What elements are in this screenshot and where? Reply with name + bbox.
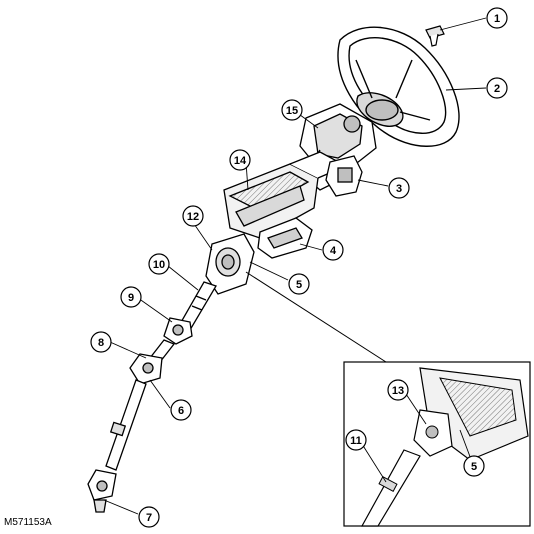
callout-5: 5 (463, 455, 485, 477)
callout-circle (387, 379, 409, 401)
callout-circle (288, 273, 310, 295)
callout-circle (486, 7, 508, 29)
callout-circle (138, 506, 160, 528)
callout-circle (388, 177, 410, 199)
wheel-retaining-bolt (425, 25, 445, 47)
callout-circle (148, 253, 170, 275)
callout-label: 7 (146, 512, 152, 524)
callout-label: 12 (187, 211, 199, 223)
callout-circle (90, 331, 112, 353)
lower-universal-joint (87, 469, 117, 513)
callout-label: 4 (330, 245, 337, 257)
callout-2: 2 (486, 77, 508, 99)
callout-circle (322, 239, 344, 261)
callout-13: 13 (387, 379, 409, 401)
callout-label: 15 (286, 105, 298, 117)
callout-11: 11 (345, 429, 367, 451)
callout-circle (182, 205, 204, 227)
callout-label: 14 (234, 155, 247, 167)
detail-inset (343, 361, 531, 527)
upper-universal-joint (163, 317, 193, 345)
callout-label: 9 (128, 292, 134, 304)
callout-label: 1 (494, 13, 500, 25)
callout-15: 15 (281, 99, 303, 121)
column-adjustment-motor (257, 217, 313, 259)
callout-4: 4 (322, 239, 344, 261)
callout-6: 6 (170, 399, 192, 421)
ignition-lock-housing (325, 155, 363, 197)
callout-7: 7 (138, 506, 160, 528)
lower-bearing-housing (205, 233, 255, 295)
callout-circle (486, 77, 508, 99)
detail-leader-line (245, 271, 387, 363)
callout-leaders (103, 17, 487, 515)
callout-circle (120, 286, 142, 308)
callout-label: 3 (396, 183, 402, 195)
callout-label: 11 (350, 435, 362, 447)
callout-1: 1 (486, 7, 508, 29)
callout-9: 9 (120, 286, 142, 308)
callout-label: 8 (98, 337, 104, 349)
figure-id: M571153A (4, 517, 52, 528)
callout-10: 10 (148, 253, 170, 275)
callout-label: 6 (178, 405, 184, 417)
callout-circle (170, 399, 192, 421)
callout-label: 5 (296, 279, 302, 291)
callout-label: 13 (392, 385, 404, 397)
callout-12: 12 (182, 205, 204, 227)
callout-circle (229, 149, 251, 171)
callout-label: 10 (153, 259, 165, 271)
callout-14: 14 (229, 149, 251, 171)
callout-label: 5 (471, 461, 477, 473)
callout-circle (281, 99, 303, 121)
callout-circle (463, 455, 485, 477)
steering-wheel (337, 26, 460, 147)
callout-8: 8 (90, 331, 112, 353)
callout-circle (345, 429, 367, 451)
callout-3: 3 (388, 177, 410, 199)
intermediate-shaft-lower (105, 339, 176, 471)
callout-label: 2 (494, 83, 500, 95)
callout-5: 5 (288, 273, 310, 295)
